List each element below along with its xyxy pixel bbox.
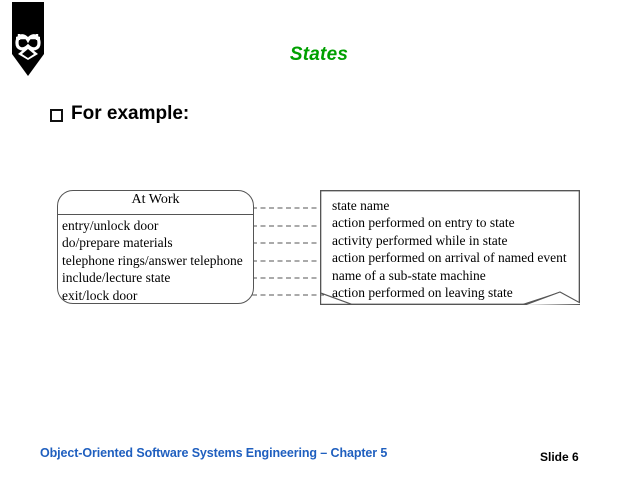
- note-box: [320, 190, 583, 306]
- connector-lines: [252, 185, 324, 315]
- bullet-row: For example:: [50, 103, 189, 125]
- note-box-lines: state name action performed on entry to …: [332, 197, 592, 301]
- state-line: include/lecture state: [62, 270, 171, 286]
- state-name-label: At Work: [131, 192, 180, 207]
- state-line: exit/lock door: [62, 287, 138, 303]
- slide-number: Slide 6: [540, 450, 579, 464]
- state-box: [57, 190, 254, 304]
- note-line: name of a sub-state machine: [332, 267, 486, 283]
- page-title: States: [289, 44, 349, 65]
- bullet-label: For example:: [71, 103, 190, 124]
- note-line: action performed on entry to state: [332, 215, 515, 231]
- state-line: do/prepare materials: [62, 235, 173, 251]
- note-line: action performed on leaving state: [332, 284, 513, 300]
- state-line: telephone rings/answer telephone: [62, 252, 243, 268]
- state-box-divider: [57, 214, 254, 215]
- university-shield-logo: [10, 2, 46, 78]
- square-bullet-icon: [50, 108, 63, 122]
- note-line: state name: [332, 198, 390, 213]
- note-line: activity performed while in state: [332, 232, 508, 248]
- note-line: action performed on arrival of named eve…: [332, 250, 567, 266]
- state-box-lines: entry/unlock door do/prepare materials t…: [62, 217, 272, 304]
- state-line: entry/unlock door: [62, 218, 159, 233]
- footer-title: Object-Oriented Software Systems Enginee…: [40, 446, 388, 460]
